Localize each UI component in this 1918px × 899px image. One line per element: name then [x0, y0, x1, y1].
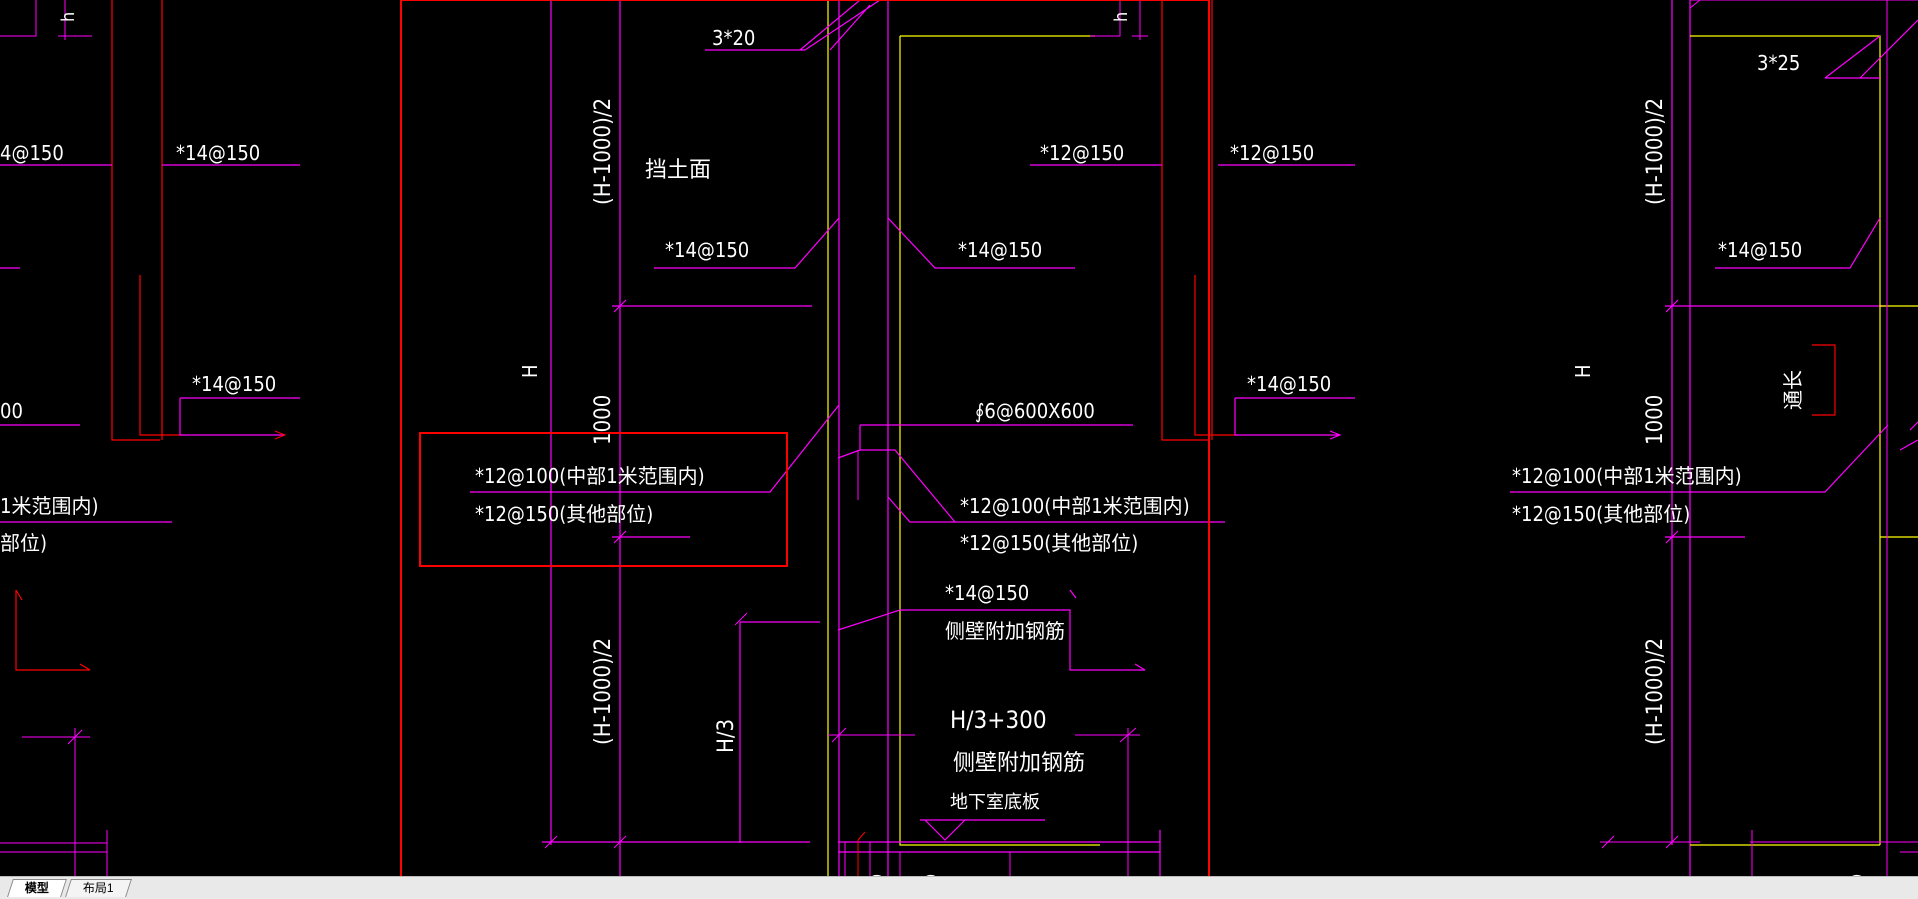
- left-range1: 1米范围内): [0, 494, 98, 518]
- center-section: [470, 0, 1355, 880]
- left-rebar-top: 4@150: [0, 141, 64, 165]
- right-dim-h: H: [1571, 364, 1595, 378]
- tab-layout1[interactable]: 布局1: [65, 879, 132, 897]
- right-rebar-12-100: *12@100(中部1米范围内): [1512, 464, 1742, 488]
- center-rebar-12-100: *12@100(中部1米范围内): [475, 464, 705, 488]
- dim-1000-label: 1000: [591, 395, 616, 445]
- right-rebar-14-150: *14@150: [1718, 238, 1802, 262]
- side-additional-rebar-2: 侧壁附加钢筋: [953, 751, 1085, 776]
- side-rebar-14-150: *14@150: [945, 581, 1029, 605]
- h3-plus-300-label: H/3+300: [950, 706, 1047, 734]
- left-range2: 部位): [0, 531, 47, 555]
- right-face-12-150-other: *12@150(其他部位): [960, 531, 1138, 555]
- far-rebar-12-150: *12@150: [1230, 141, 1314, 165]
- soil-face-label: 挡土面: [645, 158, 711, 183]
- right-dim-1000: 1000: [1643, 395, 1668, 445]
- dim-bottom-label: (H-1000)/2: [591, 638, 616, 745]
- center-cover: 3*20: [712, 26, 755, 50]
- center-h-dim: h: [1111, 12, 1132, 22]
- left-h-dim: h: [58, 12, 79, 22]
- right-section: [1510, 0, 1918, 880]
- right-face-12-150: *12@150: [1040, 141, 1124, 165]
- right-rebar-12-150: *12@150(其他部位): [1512, 502, 1690, 526]
- far-rebar-14-150: *14@150: [1247, 372, 1331, 396]
- center-rebar-12-150: *12@150(其他部位): [475, 502, 653, 526]
- left-rebar-top2: *14@150: [176, 141, 260, 165]
- center-rebar-14-150: *14@150: [665, 238, 749, 262]
- right-cover: 3*25: [1757, 51, 1800, 75]
- through-length-label: 通长: [1781, 370, 1805, 410]
- tab-model[interactable]: 模型: [7, 879, 67, 897]
- dim-top-label: (H-1000)/2: [591, 98, 616, 205]
- right-dim-bottom: (H-1000)/2: [1643, 638, 1668, 745]
- layout-tab-bar: 模型 布局1: [0, 876, 1918, 899]
- left-dim-00: 00: [0, 399, 23, 423]
- selection-frame-small[interactable]: [419, 432, 788, 567]
- right-dim-top: (H-1000)/2: [1643, 98, 1668, 205]
- side-additional-rebar-1: 侧壁附加钢筋: [945, 619, 1065, 643]
- left-section: [0, 0, 300, 880]
- tie-bar-label: ∮6@600X600: [975, 399, 1095, 423]
- dim-h3-label: H/3: [714, 719, 739, 753]
- basement-slab-label: 地下室底板: [950, 792, 1040, 813]
- right-face-12-100: *12@100(中部1米范围内): [960, 494, 1190, 518]
- right-face-14-150: *14@150: [958, 238, 1042, 262]
- left-rebar-mid: *14@150: [192, 372, 276, 396]
- dim-h-label: H: [518, 364, 542, 378]
